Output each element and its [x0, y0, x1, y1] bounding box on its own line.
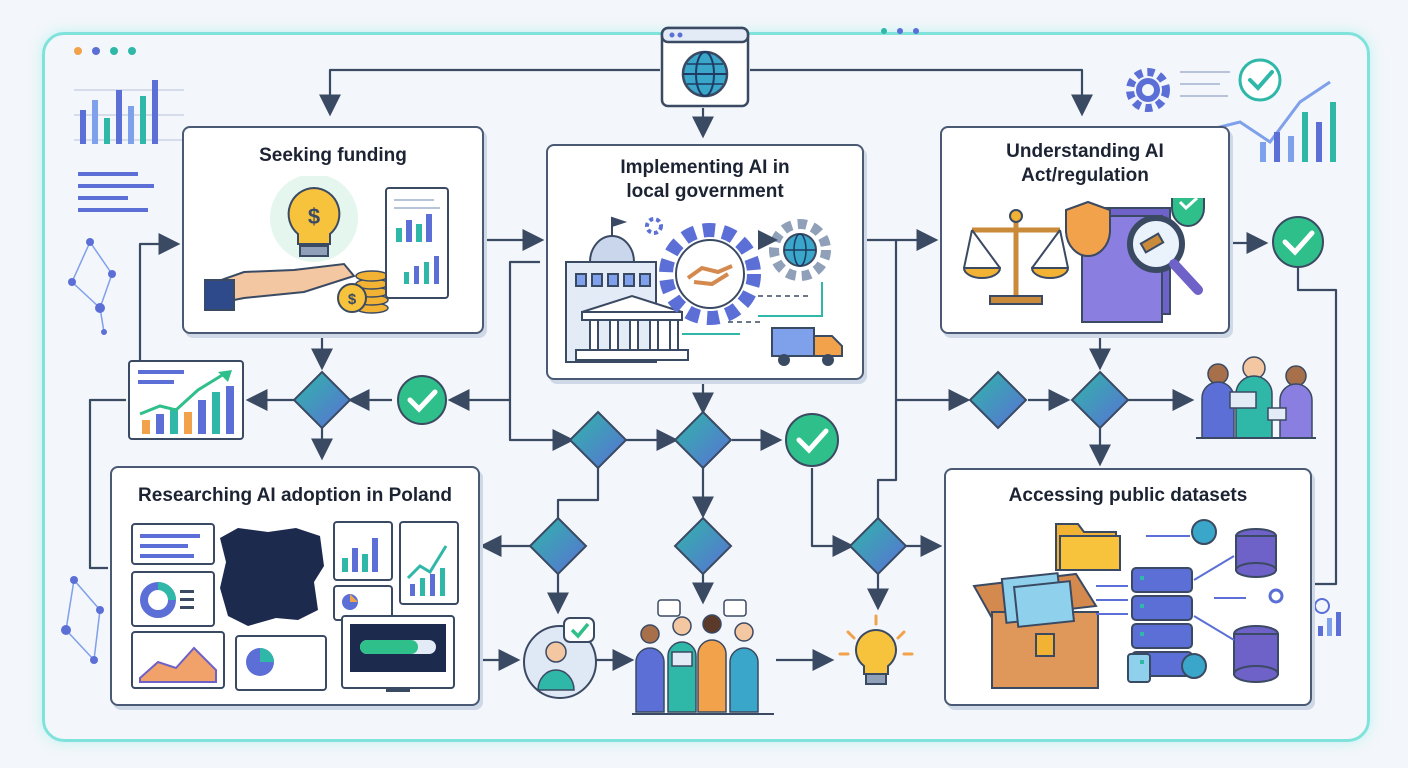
bar-chart-icon	[74, 80, 184, 212]
team-icon	[1196, 356, 1316, 439]
bar-chart-icon	[1314, 598, 1341, 636]
check-icon	[785, 413, 839, 467]
node-title: Researching AI adoption in Poland	[138, 485, 452, 506]
connector	[556, 468, 600, 518]
connector	[508, 260, 575, 451]
growth-chart-icon	[128, 360, 244, 440]
connector	[88, 398, 126, 570]
node-accessing-datasets: Accessing public datasets	[944, 468, 1312, 706]
decision-diamond	[528, 516, 588, 576]
node-title: Implementing AI in local government	[620, 157, 790, 202]
decision-diamond	[1070, 370, 1130, 430]
connector	[876, 240, 898, 518]
lightbulb-icon	[838, 614, 914, 685]
node-title: Seeking funding	[259, 145, 407, 166]
svg-text:$: $	[348, 291, 357, 308]
decision-diamond	[568, 410, 628, 470]
connector	[138, 233, 181, 360]
connector	[1296, 268, 1338, 586]
connector	[750, 68, 1093, 117]
research-dashboard-illustration-icon	[131, 521, 459, 692]
analytics-check-icon	[1180, 58, 1336, 162]
connector	[319, 68, 660, 117]
decision-diamond	[673, 410, 733, 470]
person-check-icon	[523, 617, 597, 699]
node-researching-ai: Researching AI adoption in Poland	[110, 466, 480, 706]
check-icon	[397, 375, 447, 425]
dots-decoration	[74, 47, 136, 55]
group-collaboration-icon	[632, 599, 774, 715]
check-icon	[1272, 216, 1324, 268]
network-icon	[61, 576, 104, 664]
government-ai-illustration-icon	[565, 216, 843, 366]
node-title: Understanding AI Act/regulation	[1006, 141, 1164, 186]
decision-diamond	[968, 370, 1028, 430]
svg-text:$: $	[308, 204, 320, 229]
browser-globe-icon	[660, 26, 750, 108]
connector	[810, 468, 855, 557]
node-seeking-funding: Seeking funding $ $	[182, 126, 484, 334]
decision-diamond	[292, 370, 352, 430]
regulation-illustration-icon	[962, 198, 1205, 323]
node-implementing-ai: Implementing AI in local government	[546, 144, 864, 380]
decision-diamond	[673, 516, 733, 576]
network-icon	[68, 238, 116, 335]
node-understanding-ai-act: Understanding AI Act/regulation	[940, 126, 1230, 334]
gear-icon	[1126, 68, 1170, 112]
dots-decoration	[881, 28, 919, 34]
decision-diamond	[848, 516, 908, 576]
node-title: Accessing public datasets	[1008, 485, 1248, 506]
funding-illustration-icon: $ $	[204, 176, 449, 314]
datasets-illustration-icon	[972, 519, 1284, 689]
